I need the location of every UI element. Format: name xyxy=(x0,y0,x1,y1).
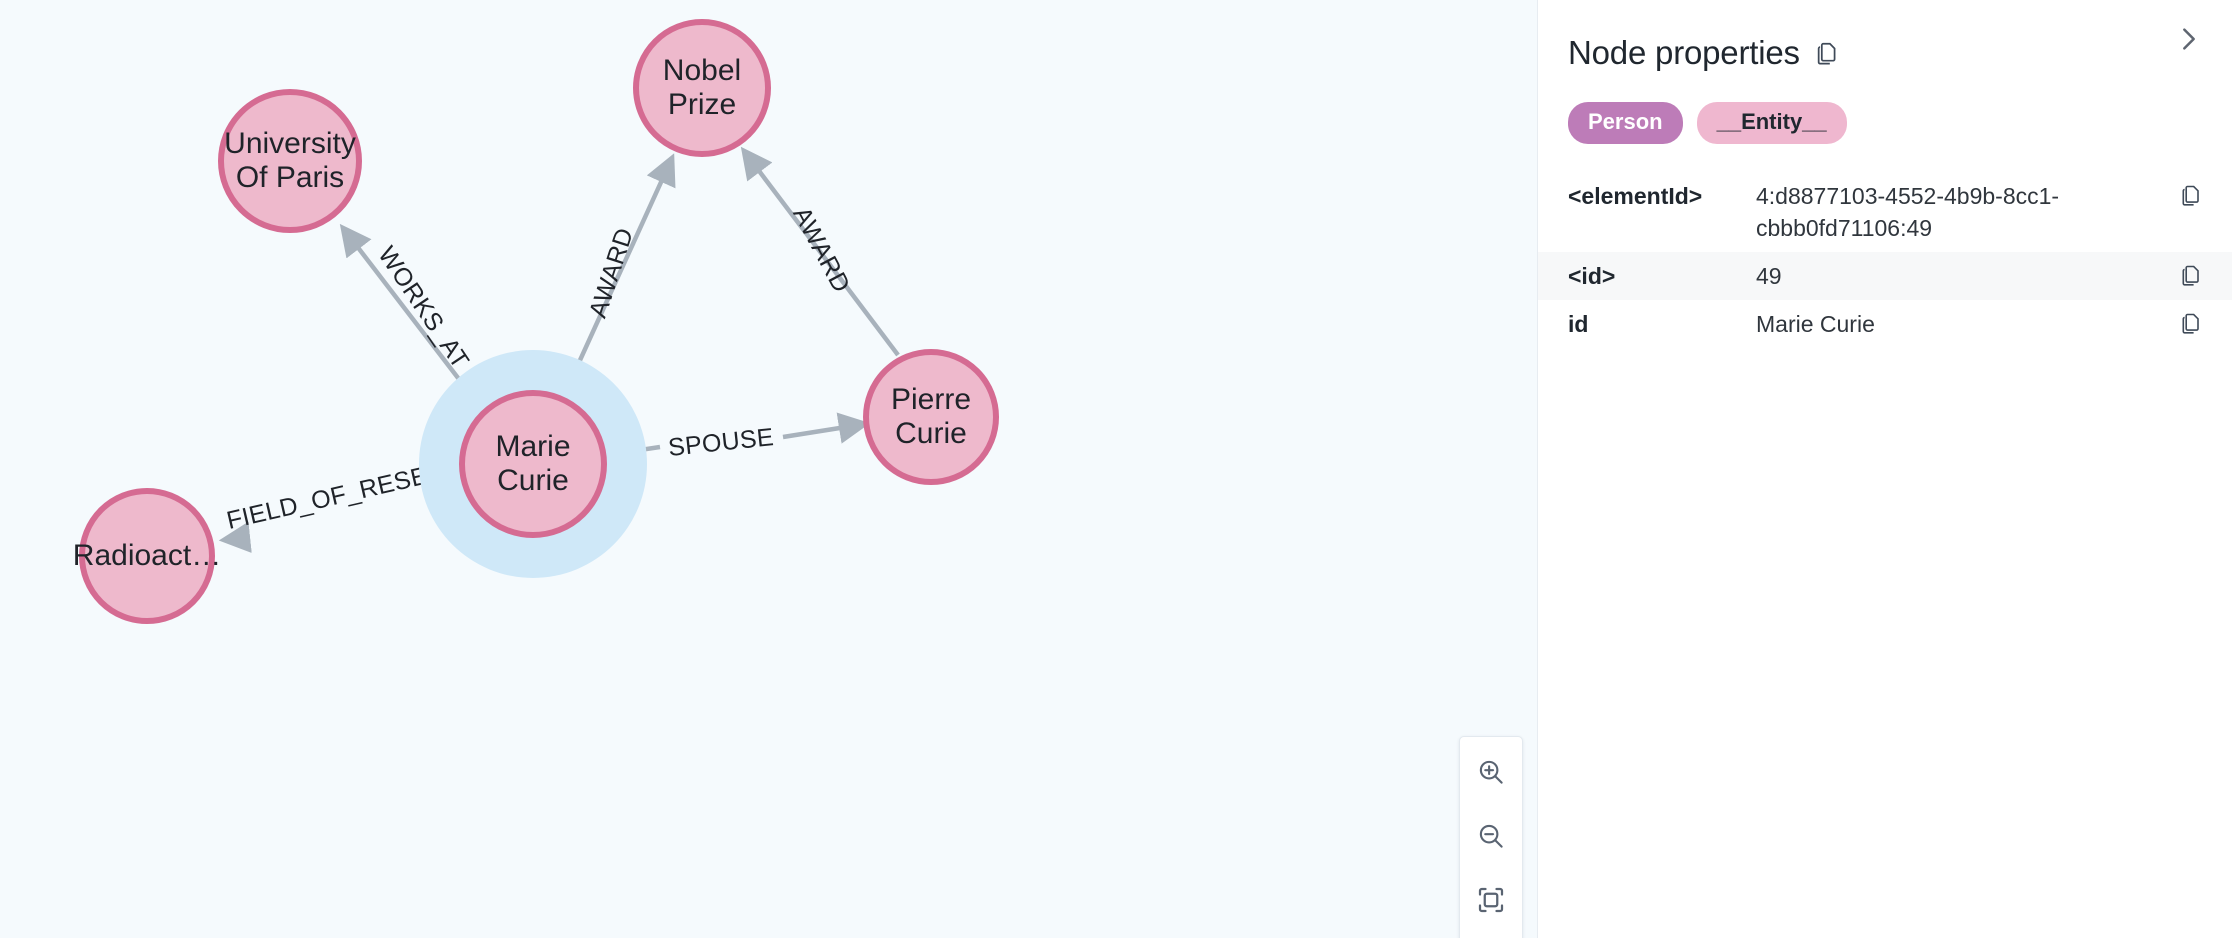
fit-to-screen-button[interactable] xyxy=(1470,879,1512,921)
node-label-chip-entity[interactable]: __Entity__ xyxy=(1696,102,1847,145)
graph-canvas[interactable]: WORKS_AT AWARD AWARD SPOUSE FIELD_OF_RES… xyxy=(0,0,1537,938)
property-value: 4:d8877103-4552-4b9b-8cc1-cbbb0fd71106:4… xyxy=(1756,183,2060,242)
properties-table: <elementId> 4:d8877103-4552-4b9b-8cc1-cb… xyxy=(1538,172,2232,347)
table-row: <id> 49 xyxy=(1538,251,2232,300)
chevron-right-icon xyxy=(2183,28,2195,50)
zoom-out-button[interactable] xyxy=(1470,815,1512,857)
zoom-in-button[interactable] xyxy=(1470,751,1512,793)
property-key: id xyxy=(1568,310,1589,337)
copy-icon[interactable] xyxy=(2176,308,2206,338)
copy-icon[interactable] xyxy=(1814,40,1840,66)
copy-icon[interactable] xyxy=(2176,180,2206,210)
edge-works-at xyxy=(339,223,480,406)
graph-edges xyxy=(218,146,900,553)
property-key: <id> xyxy=(1568,262,1616,289)
property-value: Marie Curie xyxy=(1756,310,1875,337)
edge-spouse-a xyxy=(606,444,661,458)
edge-award-marie xyxy=(563,153,676,392)
node-labels-row: Person __Entity__ xyxy=(1538,76,2232,145)
copy-icon[interactable] xyxy=(2176,260,2206,290)
node-label-chip-person[interactable]: Person xyxy=(1568,102,1683,145)
edge-spouse-b xyxy=(782,412,871,444)
property-key: <elementId> xyxy=(1568,183,1703,210)
node-label: Marie Curie xyxy=(495,430,571,497)
collapse-panel-button[interactable] xyxy=(2168,18,2210,60)
node-label: Radioact… xyxy=(72,539,222,573)
zoom-in-icon xyxy=(1479,760,1503,784)
graph-node-nobel-prize[interactable]: Nobel Prize xyxy=(633,19,771,157)
graph-node-university-of-paris[interactable]: University Of Paris xyxy=(218,89,362,233)
table-row: <elementId> 4:d8877103-4552-4b9b-8cc1-cb… xyxy=(1538,172,2232,251)
node-label: Nobel Prize xyxy=(662,54,742,121)
edge-field-of-research-a xyxy=(451,502,464,510)
node-label: University Of Paris xyxy=(224,127,356,194)
node-label: Pierre Curie xyxy=(890,383,972,450)
graph-node-radioactivity[interactable]: Radioact… xyxy=(73,488,221,624)
table-row: id Marie Curie xyxy=(1538,300,2232,348)
panel-header: Node properties xyxy=(1538,0,2232,76)
fit-to-screen-icon xyxy=(1478,887,1504,913)
zoom-controls xyxy=(1459,736,1523,938)
zoom-out-icon xyxy=(1479,824,1503,848)
graph-node-pierre-curie[interactable]: Pierre Curie xyxy=(863,349,999,485)
edge-field-of-research-b xyxy=(218,521,252,553)
property-value: 49 xyxy=(1756,262,1782,289)
graph-node-marie-curie[interactable]: Marie Curie xyxy=(459,390,607,538)
page-title: Node properties xyxy=(1568,34,1800,71)
node-properties-panel: Node properties Person __Entity__ <eleme… xyxy=(1537,0,2232,938)
edge-award-pierre xyxy=(740,146,900,357)
